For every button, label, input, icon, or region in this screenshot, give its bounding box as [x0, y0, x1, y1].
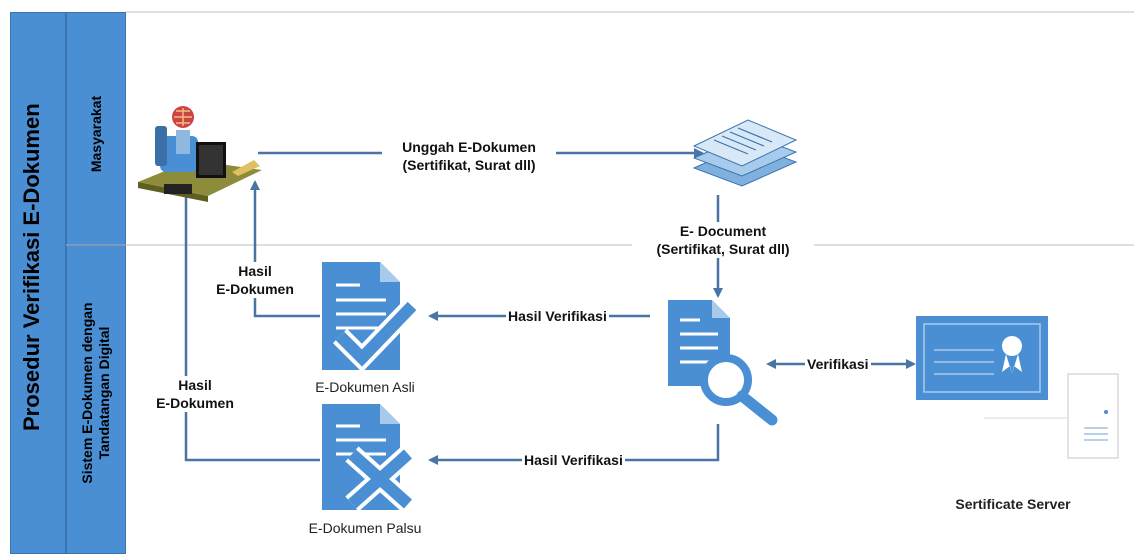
label-hasil-e-dokumen-1-line1: Hasil — [238, 263, 272, 279]
lane-band-sistem — [66, 245, 126, 554]
lane-band-masyarakat — [66, 12, 126, 245]
arrow-hasil-e-dokumen-2 — [181, 182, 320, 462]
server-icon — [984, 373, 1119, 459]
certificate-icon — [916, 316, 1048, 400]
label-edocument: E- Document (Sertifikat, Surat dll) — [632, 222, 814, 258]
label-hasil-e-dokumen-2: Hasil E-Dokumen — [138, 376, 252, 412]
document-stack-icon — [692, 119, 798, 187]
caption-e-dokumen-palsu: E-Dokumen Palsu — [308, 520, 422, 536]
pool-title-band — [10, 12, 66, 554]
user-at-computer-icon — [138, 106, 262, 202]
label-hasil-e-dokumen-1: Hasil E-Dokumen — [198, 262, 312, 298]
label-hasil-e-dokumen-1-line2: E-Dokumen — [216, 281, 294, 297]
document-check-icon — [322, 262, 420, 373]
caption-sertificate-server: Sertificate Server — [955, 496, 1071, 512]
label-verifikasi: Verifikasi — [805, 355, 871, 373]
label-hasil-e-dokumen-2-line2: E-Dokumen — [156, 395, 234, 411]
label-upload: Unggah E-Dokumen (Sertifikat, Surat dll) — [382, 138, 556, 174]
label-edocument-line2: (Sertifikat, Surat dll) — [656, 241, 790, 257]
label-hasil-verifikasi-palsu: Hasil Verifikasi — [522, 451, 625, 469]
label-upload-line2: (Sertifikat, Surat dll) — [402, 157, 536, 173]
label-hasil-e-dokumen-2-line1: Hasil — [178, 377, 212, 393]
document-search-icon — [668, 300, 778, 426]
arrow-hasil-e-dokumen-1 — [250, 180, 320, 318]
caption-e-dokumen-asli: E-Dokumen Asli — [315, 379, 415, 395]
document-cross-icon — [322, 404, 415, 512]
label-hasil-verifikasi-asli: Hasil Verifikasi — [506, 307, 609, 325]
label-upload-line1: Unggah E-Dokumen — [402, 139, 536, 155]
label-edocument-line1: E- Document — [679, 223, 767, 239]
